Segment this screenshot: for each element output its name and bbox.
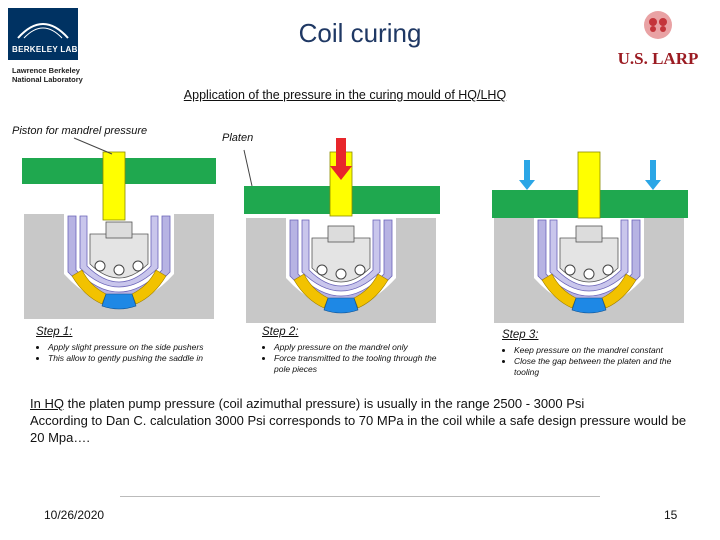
body-line1: In HQ the platen pump pressure (coil azi… xyxy=(30,395,690,412)
logo-subtitle-line2: National Laboratory xyxy=(12,75,83,84)
footer-date: 10/26/2020 xyxy=(44,508,105,522)
slide-title: Coil curing xyxy=(298,18,422,48)
berkeley-lab-subtitle: Lawrence Berkeley National Laboratory xyxy=(12,66,102,84)
curing-diagram xyxy=(22,137,688,324)
platen-label: Platen xyxy=(222,132,254,144)
step2-bullet2: Force transmitted to the tooling through… xyxy=(274,353,452,375)
stage3-diagram xyxy=(492,151,688,324)
step1-bullet1: Apply slight pressure on the side pusher… xyxy=(48,342,236,353)
red-arrow-icon xyxy=(330,138,352,180)
stage1-piston xyxy=(102,151,126,221)
blue-arrow-left-icon xyxy=(519,160,535,190)
us-larp-logo: U.S. LARP xyxy=(610,8,706,69)
larp-name: U.S. LARP xyxy=(617,49,699,68)
step1: Step 1: Apply slight pressure on the sid… xyxy=(36,326,236,364)
berkeley-lab-name: BERKELEY LAB xyxy=(12,45,78,54)
logo-subtitle-line1: Lawrence Berkeley xyxy=(12,66,80,75)
larp-emblem-icon xyxy=(644,11,672,39)
stage2-diagram xyxy=(243,138,440,324)
step3-heading: Step 3: xyxy=(502,329,539,341)
step2: Step 2: Apply pressure on the mandrel on… xyxy=(262,326,452,375)
step2-heading: Step 2: xyxy=(262,326,299,338)
step3: Step 3: Keep pressure on the mandrel con… xyxy=(502,329,692,378)
body-text: In HQ the platen pump pressure (coil azi… xyxy=(30,395,690,446)
berkeley-lab-logo: BERKELEY LAB xyxy=(8,8,78,60)
page-number: 15 xyxy=(664,508,678,522)
step3-bullet2: Close the gap between the platen and the… xyxy=(514,356,692,378)
slide-subtitle: Application of the pressure in the curin… xyxy=(183,88,507,102)
footer-divider xyxy=(120,496,600,497)
blue-arrow-right-icon xyxy=(645,160,661,190)
body-line1-rest: the platen pump pressure (coil azimuthal… xyxy=(63,396,585,411)
body-line2: According to Dan C. calculation 3000 Psi… xyxy=(30,413,687,445)
step3-bullet1: Keep pressure on the mandrel constant xyxy=(514,345,692,356)
piston-label: Piston for mandrel pressure xyxy=(12,125,148,137)
step1-bullet2: This allow to gently pushing the saddle … xyxy=(48,353,236,364)
stage3-piston xyxy=(577,151,601,219)
stage1-diagram xyxy=(22,137,216,320)
step1-heading: Step 1: xyxy=(36,326,73,338)
hq-link-text: In HQ xyxy=(30,396,64,411)
step2-bullet1: Apply pressure on the mandrel only xyxy=(274,342,452,353)
berkeley-arc-icon xyxy=(17,23,69,39)
